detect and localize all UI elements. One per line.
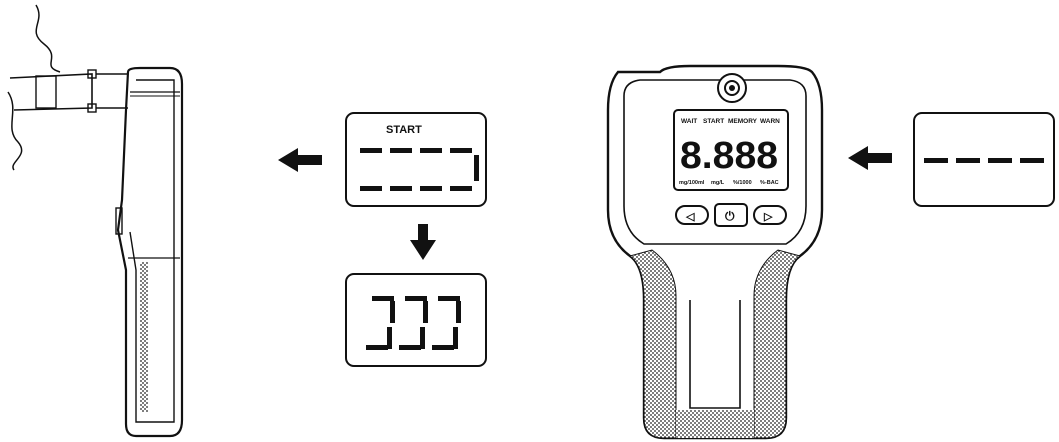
face-outline xyxy=(35,4,61,73)
status-start: START xyxy=(703,118,724,125)
device-front-view: WAIT START MEMORY WARN 8.888 mg/100ml mg… xyxy=(606,64,824,440)
arrow-left-1 xyxy=(278,148,322,172)
power-icon: ⏻ xyxy=(725,209,735,223)
lcd-reading: 8.888 xyxy=(680,135,778,177)
power-button[interactable] xyxy=(714,203,748,227)
grip-texture-right xyxy=(753,249,802,439)
right-button-icon: ▷ xyxy=(763,211,773,223)
device-side-view xyxy=(7,4,184,438)
front-lcd xyxy=(673,109,789,191)
status-wait: WAIT xyxy=(681,118,697,125)
right-button[interactable] xyxy=(753,205,787,225)
digit-3 xyxy=(432,296,461,350)
digit-1 xyxy=(366,296,395,350)
arrow-down xyxy=(410,224,436,260)
unit-bac: %-BAC xyxy=(760,180,779,186)
start-label: START xyxy=(386,124,422,136)
device-body-side xyxy=(116,66,184,438)
grip-texture-side xyxy=(140,262,148,412)
start-display: START xyxy=(345,112,487,207)
result-display xyxy=(345,273,487,367)
left-button-icon: ◁ xyxy=(685,211,695,223)
left-button[interactable] xyxy=(675,205,709,225)
grip-texture-bottom xyxy=(676,410,754,438)
arrow-left-2 xyxy=(848,146,892,170)
mouthpiece xyxy=(9,73,93,111)
unit-permille: %/1000 xyxy=(733,180,752,186)
hand-outline xyxy=(7,91,23,171)
status-warn: WARN xyxy=(760,118,780,125)
grip-texture-left xyxy=(628,249,677,439)
unit-mg100ml: mg/100ml xyxy=(679,180,705,186)
unit-mgl: mg/L xyxy=(711,180,725,186)
status-memory: MEMORY xyxy=(728,118,758,125)
digit-2 xyxy=(399,296,428,350)
wait-display xyxy=(913,112,1055,207)
